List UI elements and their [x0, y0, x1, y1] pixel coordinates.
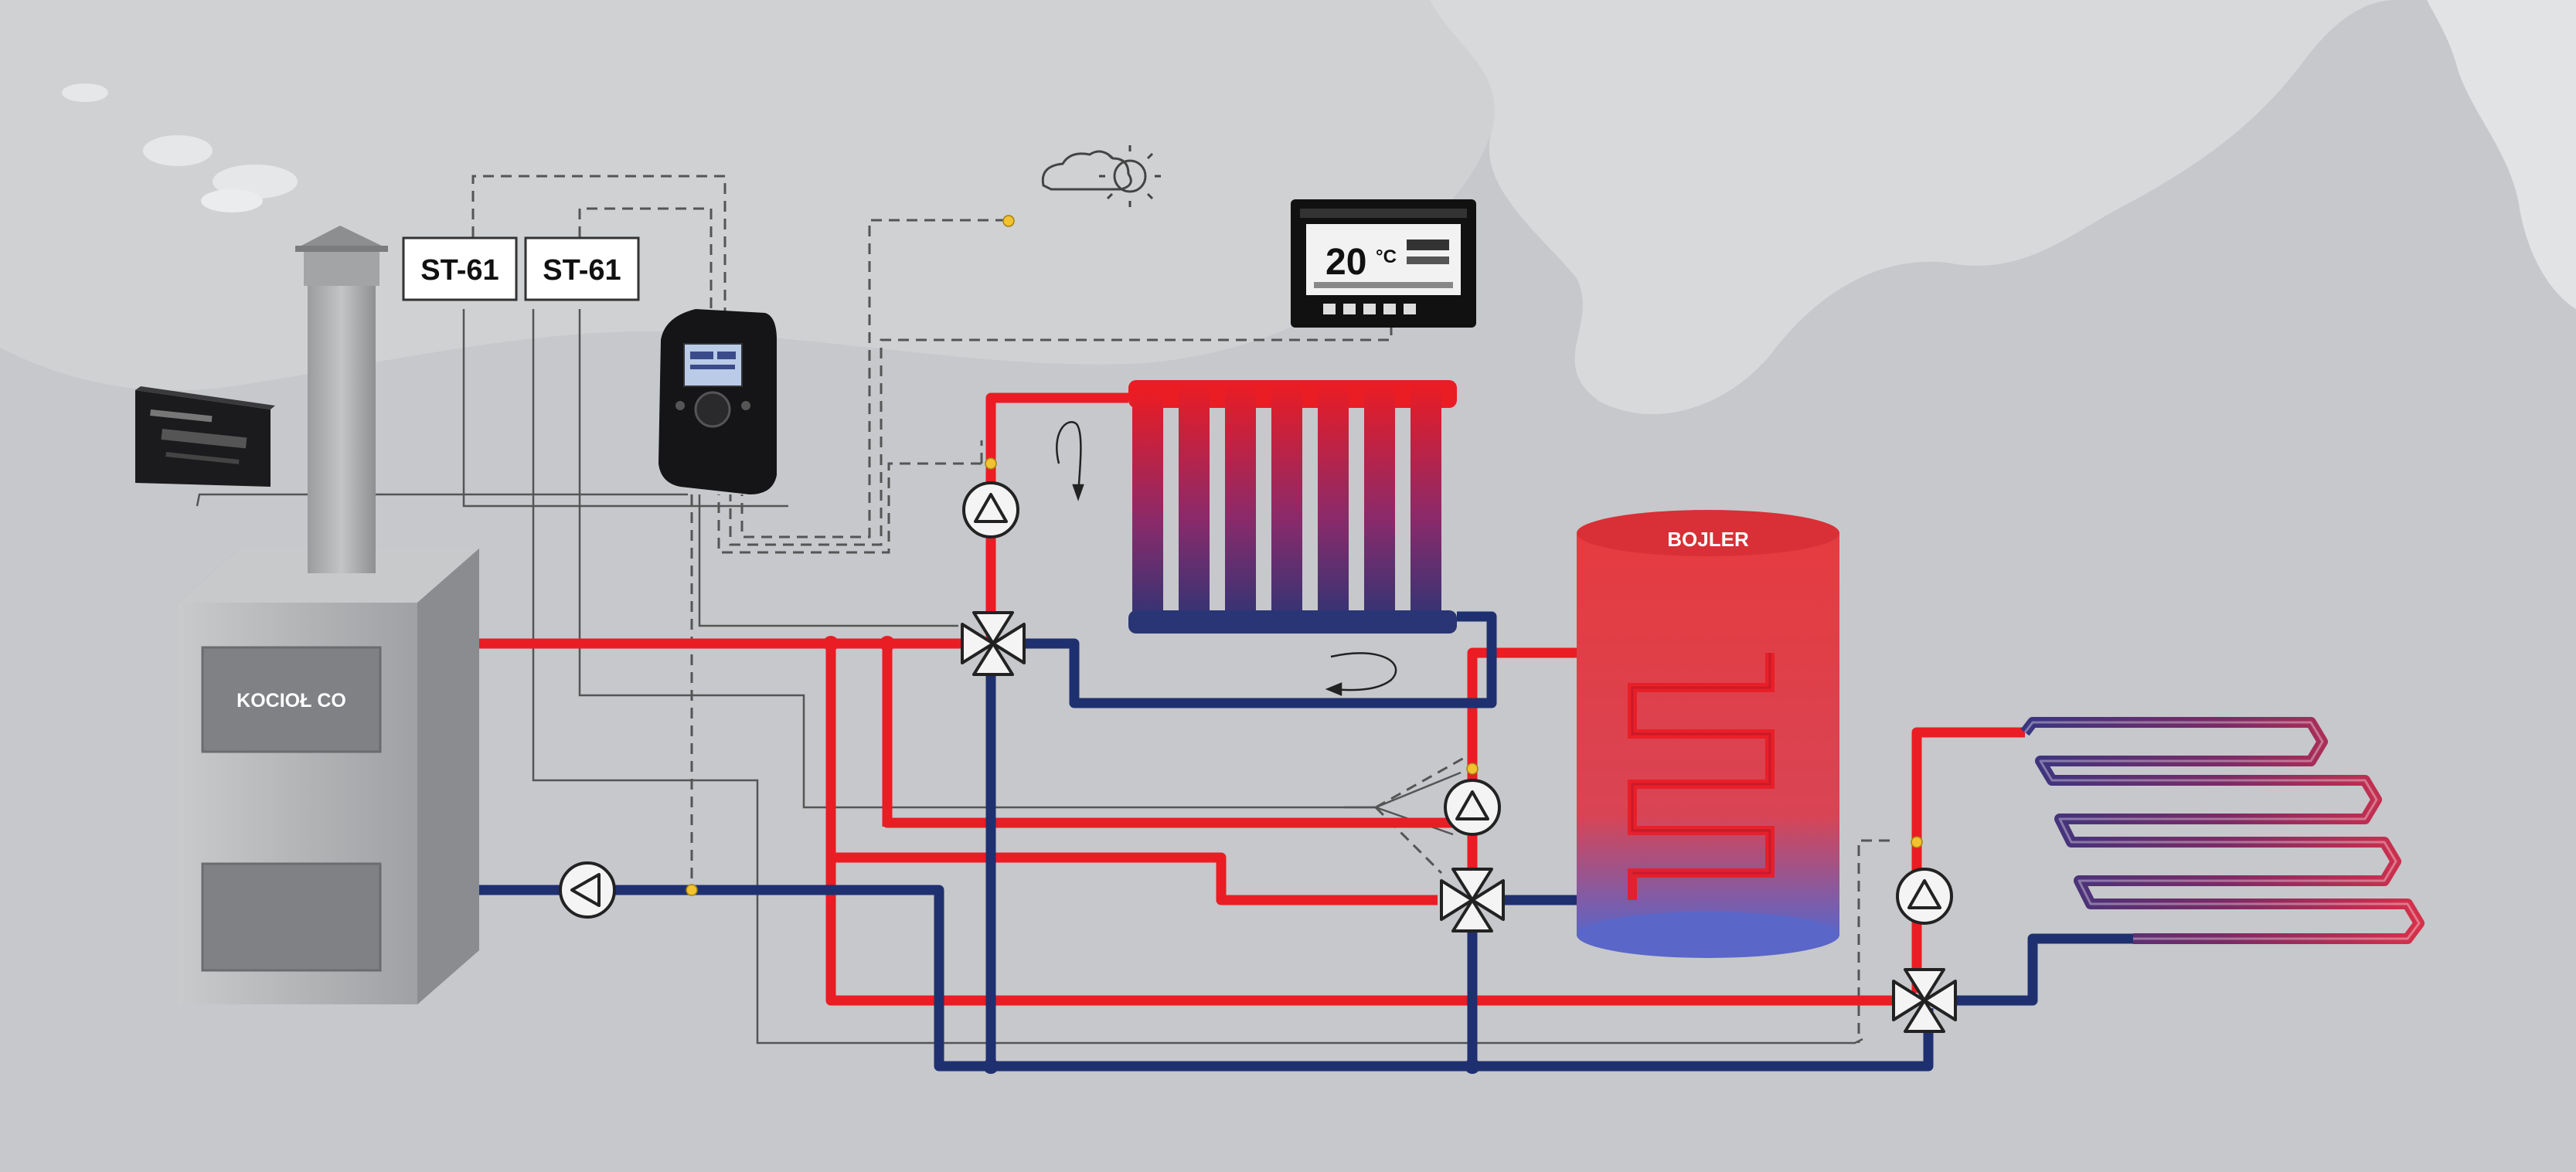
- mixing-valve-icon: [1440, 868, 1505, 933]
- hot-water-tank: BOJLER: [1577, 510, 1839, 958]
- temperature-sensors: [686, 215, 1923, 896]
- flow-arrows: [1056, 421, 1397, 696]
- sensor-outdoor: [1002, 215, 1015, 227]
- weather-sensor-icon: [1041, 145, 1161, 207]
- boiler-label: KOCIOŁ CO: [237, 690, 346, 712]
- chimney: [295, 226, 388, 573]
- thermostat-temperature: 20: [1325, 242, 1366, 283]
- main-controller-icon: [658, 309, 777, 494]
- sensor-radiator: [985, 457, 997, 470]
- controller-st61-1: ST-61: [402, 236, 518, 301]
- thermostat-unit: °C: [1376, 246, 1397, 267]
- signal-wires-dashed: [471, 175, 1890, 1043]
- sensor-floor: [1911, 836, 1923, 848]
- circulation-pump-icon: [962, 481, 1019, 538]
- tank-label: BOJLER: [1667, 528, 1749, 551]
- boiler: KOCIOŁ CO: [178, 549, 479, 1004]
- controller-st61-1-label: ST-61: [420, 254, 499, 287]
- controller-st61-2: ST-61: [524, 236, 640, 301]
- mixing-valve-icon: [1892, 968, 1957, 1033]
- radiator: [1128, 380, 1457, 634]
- circulation-pump-icon: [559, 861, 616, 919]
- mixing-valve-icon: [961, 611, 1026, 676]
- sensor-tank: [1466, 763, 1479, 775]
- circulation-pump-icon: [1444, 779, 1501, 836]
- sensor-return: [686, 884, 698, 896]
- controller-st61-2-label: ST-61: [543, 254, 621, 287]
- underfloor-heating-coil: [2020, 717, 2425, 944]
- room-thermostat-icon: 20 °C: [1291, 199, 1476, 328]
- wall-controller-icon: [135, 386, 275, 487]
- circulation-pump-icon: [1896, 868, 1953, 925]
